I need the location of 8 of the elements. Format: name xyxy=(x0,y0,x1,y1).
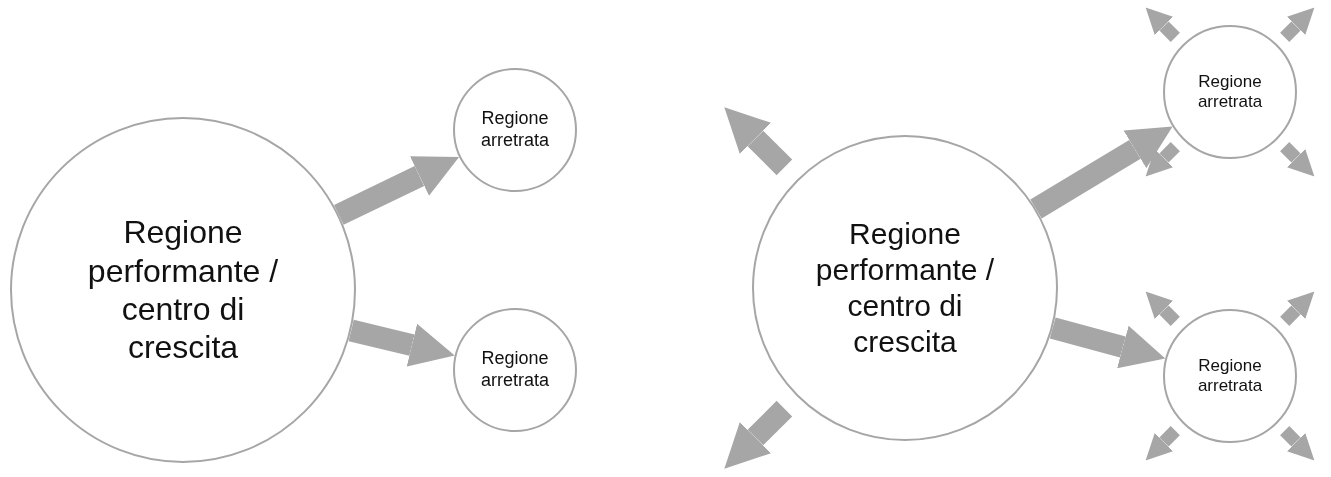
region-circle xyxy=(1163,25,1297,159)
region-circle xyxy=(1163,309,1297,443)
node-text: Regione performante / centro di crescita xyxy=(815,216,995,360)
node-text: Regione arretrata xyxy=(1196,355,1264,397)
node-text: Regione arretrata xyxy=(480,348,550,392)
node-text: Regione performante / centro di crescita xyxy=(86,213,280,367)
node-text: Regione arretrata xyxy=(1196,71,1264,113)
node-text: Regione arretrata xyxy=(480,108,550,152)
